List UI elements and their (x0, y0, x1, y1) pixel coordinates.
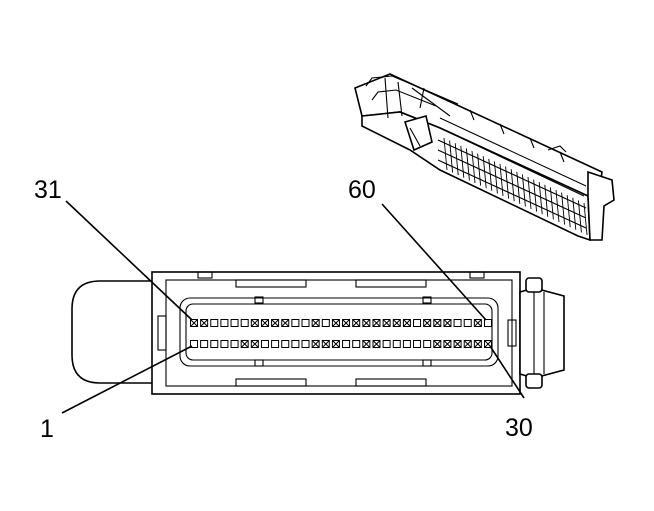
pin-12 (301, 340, 310, 348)
pin-3 (210, 340, 219, 348)
leader-line-60 (381, 203, 487, 321)
pin-27 (453, 340, 462, 348)
pin-11 (291, 340, 300, 348)
pin-20 (382, 340, 391, 348)
pin-46 (342, 319, 351, 327)
pin-48 (362, 319, 371, 327)
pin-5 (230, 340, 239, 348)
pin-50 (382, 319, 391, 327)
connector-face-view (71, 271, 565, 395)
pin-39 (271, 319, 280, 327)
pin-22 (402, 340, 411, 348)
pin-label-31: 31 (34, 176, 62, 204)
pin-24 (423, 340, 432, 348)
pin-4 (220, 340, 229, 348)
pin-58 (463, 319, 472, 327)
pin-row-1-30 (190, 340, 492, 348)
pin-14 (321, 340, 330, 348)
pin-47 (352, 319, 361, 327)
pin-19 (372, 340, 381, 348)
pin-17 (352, 340, 361, 348)
leader-line-30 (489, 345, 525, 399)
connector-perspective-view (354, 73, 615, 242)
pin-53 (413, 319, 422, 327)
pin-29 (473, 340, 482, 348)
connector-housing (151, 271, 521, 395)
pin-37 (250, 319, 259, 327)
pin-row-31-60 (190, 319, 492, 327)
pin-label-30: 30 (505, 414, 533, 442)
pin-38 (260, 319, 269, 327)
pin-59 (473, 319, 482, 327)
pin-40 (281, 319, 290, 327)
pin-label-1: 1 (40, 415, 54, 443)
pin-23 (413, 340, 422, 348)
pin-9 (271, 340, 280, 348)
pin-21 (392, 340, 401, 348)
pin-16 (342, 340, 351, 348)
pin-42 (301, 319, 310, 327)
pin-45 (331, 319, 340, 327)
pin-56 (443, 319, 452, 327)
pin-41 (291, 319, 300, 327)
pin-35 (230, 319, 239, 327)
pin-10 (281, 340, 290, 348)
pin-60 (484, 319, 492, 327)
pin-26 (443, 340, 452, 348)
pin-2 (200, 340, 209, 348)
pin-32 (200, 319, 209, 327)
pin-51 (392, 319, 401, 327)
pin-18 (362, 340, 371, 348)
pin-13 (311, 340, 320, 348)
pin-57 (453, 319, 462, 327)
pin-cavity (179, 297, 499, 367)
pin-49 (372, 319, 381, 327)
pin-43 (311, 319, 320, 327)
latch-tab (71, 280, 160, 384)
pin-28 (463, 340, 472, 348)
pin-7 (250, 340, 259, 348)
pin-55 (433, 319, 442, 327)
pin-31 (190, 319, 198, 327)
leader-line-1 (61, 345, 193, 414)
pin-cavity-hatching (443, 137, 588, 236)
pin-8 (260, 340, 269, 348)
pin-label-60: 60 (348, 176, 376, 204)
pin-25 (433, 340, 442, 348)
pin-34 (220, 319, 229, 327)
pin-54 (423, 319, 432, 327)
pin-1 (190, 340, 198, 348)
pin-15 (331, 340, 340, 348)
leader-line-31 (65, 200, 193, 321)
pin-36 (240, 319, 249, 327)
pin-44 (321, 319, 330, 327)
pin-52 (402, 319, 411, 327)
pin-6 (240, 340, 249, 348)
pin-33 (210, 319, 219, 327)
